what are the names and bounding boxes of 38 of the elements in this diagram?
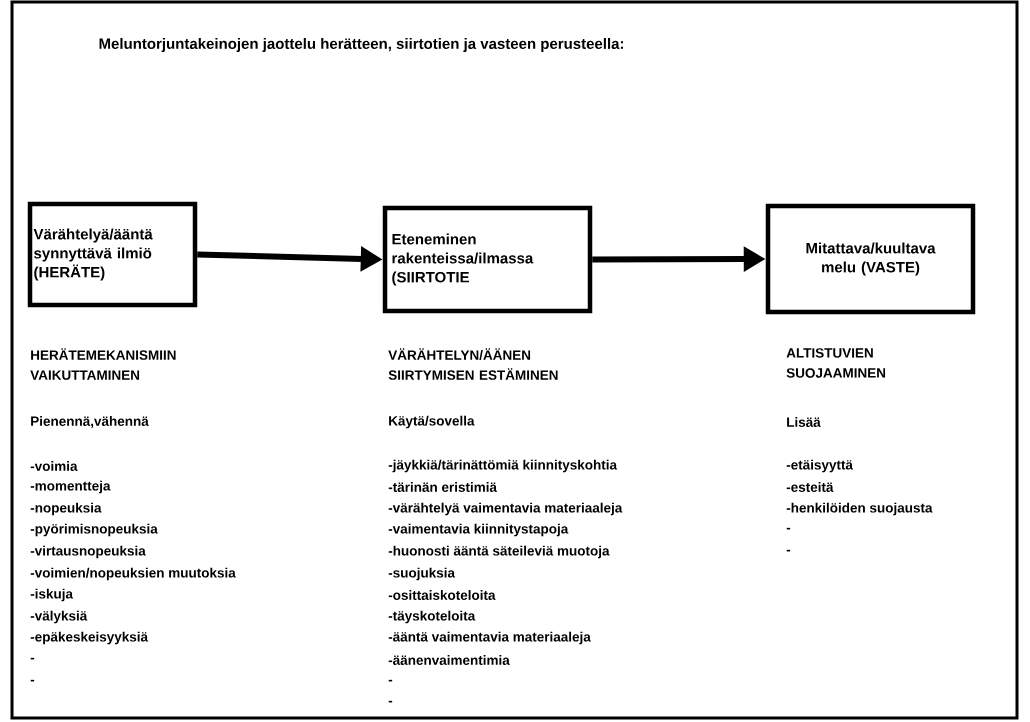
list-item: -virtausnopeuksia	[30, 545, 146, 559]
list-item: -henkilöiden suojausta	[786, 502, 933, 516]
list-item: -	[30, 657, 35, 660]
list-item: -voimia	[30, 461, 78, 471]
list-item: -iskuja	[30, 588, 74, 602]
list-item: -ääntä vaimentavia materiaaleja	[388, 631, 591, 645]
process-box: Mitattava/kuultava melu (VASTE)	[765, 203, 976, 315]
process-box: Eteneminen rakenteissa/ilmassa (SIIRTOTIE	[382, 205, 593, 314]
list-item: -jäykkiä/tärinättömiä kiinnityskohtia	[388, 459, 618, 473]
list-item: -huonosti ääntä säteileviä muotoja	[388, 545, 610, 559]
list-item: -	[30, 679, 35, 682]
section-heading: ALTISTUVIEN SUOJAAMINEN	[786, 348, 886, 378]
list-item: -esteitä	[786, 482, 834, 492]
list-item: -etäisyyttä	[786, 459, 853, 473]
list-item: -	[786, 549, 791, 552]
list-item: -voimien/nopeuksien muutoksia	[30, 567, 236, 581]
list-item: -	[388, 679, 393, 682]
instruction-text: Lisää	[787, 417, 821, 427]
instruction-text: Käytä/sovella	[389, 415, 475, 429]
list-item: -	[388, 700, 393, 703]
list-item: -epäkeskeisyyksiä	[30, 631, 149, 645]
list-item: -värähtelyä vaimentavia materiaaleja	[388, 502, 623, 516]
instruction-text: Pienennä,vähennä	[31, 416, 149, 428]
list-item: -tärinän eristimiä	[388, 482, 497, 492]
list-item: -pyörimisnopeuksia	[30, 523, 158, 537]
section-heading: HERÄTEMEKANISMIIN VAIKUTTAMINEN	[30, 348, 176, 380]
list-item: -	[786, 527, 791, 530]
list-item: -osittaiskoteloita	[388, 590, 496, 600]
process-box: Värähtelyä/ääntä synnyttävä ilmiö (HERÄTE)	[27, 201, 198, 308]
title: Meluntorjuntakeinojen jaottelu herätteen, siirtotien ja vasteen perusteella:	[99, 38, 624, 52]
list-item: -vaimentavia kiinnitystapoja	[388, 523, 569, 537]
list-item: -äänenvaimentimia	[388, 655, 510, 665]
list-item: -täyskoteloita	[388, 610, 476, 624]
list-item: -suojuksia	[388, 567, 456, 581]
list-item: -välyksiä	[30, 610, 88, 624]
list-item: -nopeuksia	[30, 502, 102, 516]
section-heading: VÄRÄHTELYN/ÄÄNEN SIIRTYMISEN ESTÄMINEN	[388, 348, 558, 380]
list-item: -momentteja	[30, 480, 111, 494]
